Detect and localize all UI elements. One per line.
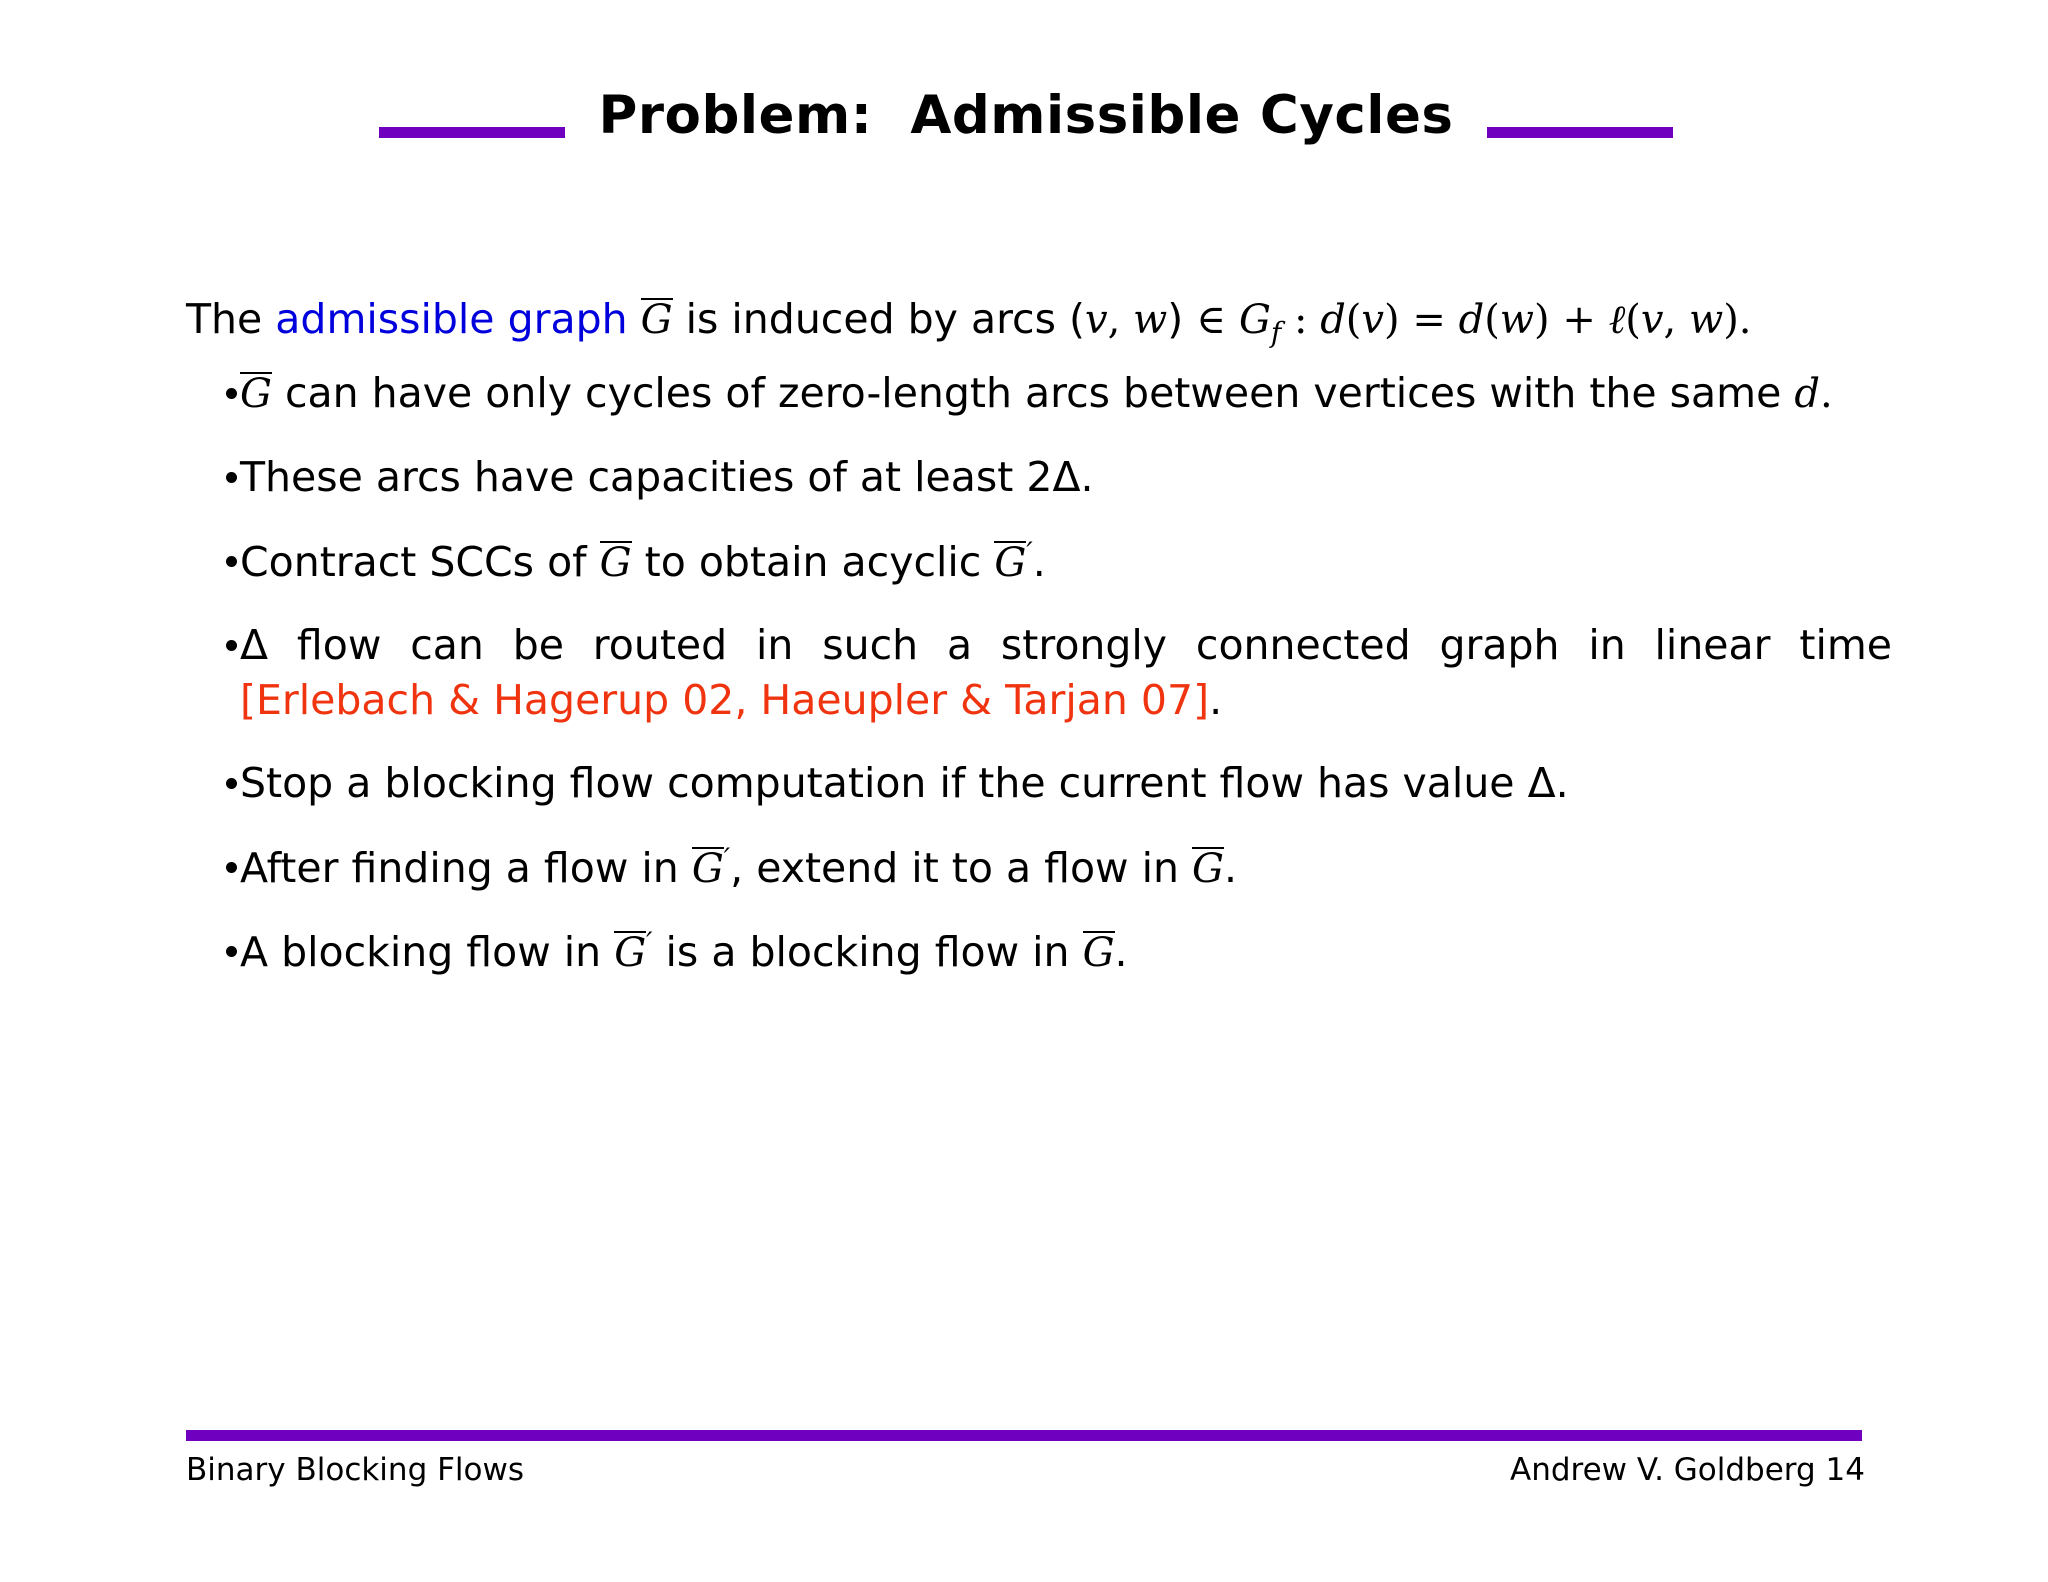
bullet-text-a: A blocking flow in [240,928,615,977]
bullet-text: Stop a blocking flow computation if the … [240,759,1528,808]
bullet-dot-icon [226,387,237,399]
intro-highlight-admissible-graph: admissible graph [275,295,628,343]
g-bar-symbol: G [1192,845,1224,892]
math-plus: + [1549,297,1609,343]
bullet-text-b: is a blocking flow in [652,928,1083,977]
math-paren-close-1: ) [1384,297,1400,343]
math-paren-open-2: ( [1484,297,1500,343]
g-bar-prime-symbol: G [691,845,724,892]
math-paren-close-2: ) [1534,297,1550,343]
bullet-blocking-flow-equiv: A blocking flow in G′ is a blocking flow… [186,924,1892,980]
bullet-extend-flow: After finding a flow in G′, extend it to… [186,840,1892,896]
math-colon: : [1281,297,1321,343]
math-d-2: d [1458,297,1485,343]
footer-author-and-page: Andrew V. Goldberg 14 [1509,1452,1865,1488]
intro-text-3: ) [1167,295,1197,343]
bullet-dot-icon [226,472,237,484]
intro-period: . [1738,297,1752,343]
footer-deck-title: Binary Blocking Flows [186,1452,525,1488]
bullet-dot-icon [226,946,237,958]
bullet-text: These arcs have capacities of at least 2 [240,453,1053,502]
footer-rule [186,1430,1862,1441]
element-of-icon: ∈ [1196,297,1226,343]
prime-mark-icon: ′ [723,841,731,875]
math-v-3: v [1640,297,1664,343]
math-w-3: w [1688,297,1724,343]
title-rule-right [1487,126,1674,138]
math-v-2: v [1361,297,1385,343]
bullet-period: . [1080,453,1094,502]
math-ell: ℓ [1608,297,1626,343]
bullet-period: . [1209,675,1223,724]
delta-symbol: Δ [240,621,269,670]
intro-text-2: is induced by arcs ( [672,295,1085,343]
bullet-zero-length-cycles: G can have only cycles of zero-length ar… [186,366,1892,421]
math-paren-open-3: ( [1625,297,1641,343]
bullet-text-b: , extend it to a flow in [730,843,1193,892]
bullet-period: . [1114,928,1128,977]
bullet-dot-icon [226,555,237,567]
bullet-dot-icon [226,861,237,873]
bullet-text-a: Contract SCCs of [240,537,600,586]
page-title: Problem: Admissible Cycles [598,84,1454,146]
math-d-1: d [1320,297,1346,343]
bullet-contract-sccs: Contract SCCs of G to obtain acyclic G′. [186,534,1892,590]
slide-footer: Binary Blocking Flows Andrew V. Goldberg… [186,1452,1865,1488]
bullet-period: . [1555,759,1569,808]
bullet-capacities: These arcs have capacities of at least 2… [186,450,1892,505]
delta-symbol: Δ [1052,453,1081,502]
bullet-text: can have only cycles of zero-length arcs… [271,368,1795,417]
bullet-period: . [1819,370,1833,417]
math-comma-1: , [1107,297,1134,343]
g-bar-symbol: G [640,297,673,343]
math-subscript-f: f [1270,316,1282,349]
bullet-period: . [1032,537,1046,586]
bullet-text: flow can be routed in such a strongly co… [268,621,1892,670]
math-w-2: w [1499,297,1535,343]
math-d: d [1794,370,1820,417]
bullet-delta-flow-linear-time: Δ flow can be routed in such a strongly … [186,618,1892,727]
g-bar-prime-symbol: G [994,539,1027,586]
math-w: w [1133,297,1168,343]
math-comma-2: , [1663,297,1689,343]
intro-text-1: The [186,295,276,343]
bullet-period: . [1224,843,1238,892]
bullet-stop-blocking-flow: Stop a blocking flow computation if the … [186,756,1892,811]
g-bar-symbol: G [1082,930,1115,977]
citation-reference: [Erlebach & Hagerup 02, Haeupler & Tarja… [240,675,1210,724]
intro-space [1226,295,1239,343]
bullet-list: G can have only cycles of zero-length ar… [186,366,1892,980]
prime-mark-icon: ′ [646,926,653,960]
delta-symbol: Δ [1527,759,1556,808]
math-G: G [1238,297,1271,343]
bullet-text-a: After finding a flow in [240,843,692,892]
bullet-text-b: to obtain acyclic [631,537,995,586]
g-bar-symbol: G [240,370,272,417]
math-equals: = [1399,297,1459,343]
prime-mark-icon: ′ [1026,535,1033,569]
slide-title-row: Problem: Admissible Cycles [186,78,1866,152]
g-bar-prime-symbol: G [614,930,647,977]
g-bar-symbol: G [599,539,632,586]
math-paren-close-3: ) [1723,297,1739,343]
bullet-dot-icon [226,640,237,652]
title-rule-left [378,126,565,138]
math-paren-open-1: ( [1345,297,1362,343]
intro-paragraph: The admissible graph G is induced by arc… [186,292,1892,352]
slide-body: The admissible graph G is induced by arc… [186,292,1892,980]
math-v: v [1084,297,1108,343]
bullet-dot-icon [226,778,237,790]
